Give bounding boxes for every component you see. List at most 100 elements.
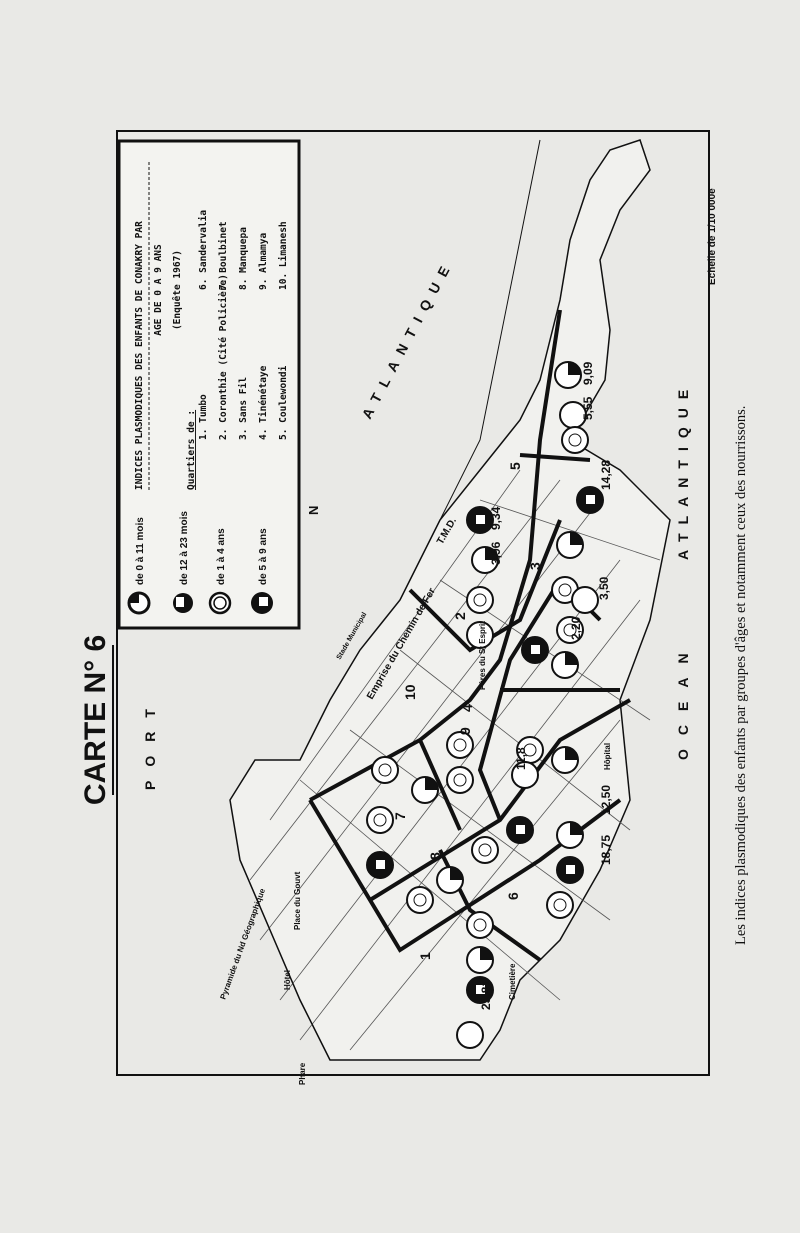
legend-subheading: AGE DE 0 A 9 ANS: [153, 244, 164, 336]
label-cimetiere: Cimetière: [508, 963, 517, 1000]
pie-slice: [586, 495, 595, 504]
pie-ring: [563, 623, 577, 637]
district-number: 6: [505, 892, 521, 900]
district-number: 4: [459, 704, 475, 712]
legend-symbol-0-11-months: de 0 à 11 mois: [127, 517, 151, 615]
legend-symbol-5-9-years: de 5 à 9 ans: [251, 528, 273, 614]
label-hotel: Hôtel: [283, 970, 292, 990]
label-saint-esprit: Pères du St Esprit: [478, 621, 487, 690]
legend-survey: (Enquête 1967): [172, 250, 183, 330]
label-phare: Phare: [298, 1062, 307, 1085]
pie-ring: [473, 593, 487, 607]
pie-symbol: [446, 766, 474, 794]
indice-value: 2,20: [569, 616, 583, 640]
quarter-9: 9. Almamya: [258, 233, 269, 290]
pie-slice: [476, 515, 485, 524]
pie-ring: [523, 743, 537, 757]
figure-caption: Les indices plasmodiques des enfants par…: [733, 406, 749, 945]
indice-value: 5,55: [581, 396, 595, 420]
district-numbers: 1 2 3 4 5 6 7 8 9 10: [392, 462, 543, 960]
indice-value: 9,34: [489, 506, 503, 530]
pie-symbol: [556, 616, 584, 644]
pie-slice: [570, 532, 583, 545]
coast-road: [239, 859, 331, 1061]
district-number: 1: [417, 952, 433, 960]
indice-value: 3,50: [597, 576, 611, 600]
district-number: 5: [507, 462, 523, 470]
district-number: 3: [527, 562, 543, 570]
label-place: Place du Gouvt: [293, 871, 302, 930]
district-number: 10: [402, 684, 418, 700]
legend-quarters-title: Quartiers de :: [186, 410, 197, 490]
label-north: N: [306, 506, 321, 515]
district-number: 2: [452, 612, 468, 620]
pie-slice: [565, 652, 578, 665]
legend-heading: INDICES PLASMODIQUES DES ENFANTS DE CONA…: [134, 221, 145, 490]
map-title: CARTE N° 6: [79, 635, 114, 805]
pie-slice: [568, 362, 581, 375]
pie-ring: [373, 813, 387, 827]
pie-symbols: [366, 361, 604, 1049]
quarter-4: 4. Tinénétaye: [258, 365, 269, 440]
pie-slice: [485, 547, 498, 560]
indice-value: 14,28: [599, 460, 613, 490]
pie-symbol: [466, 911, 494, 939]
quarter-5: 5. Coulewondi: [278, 365, 289, 440]
pie-slice: [566, 865, 575, 874]
pie-slice: [570, 822, 583, 835]
quarter-2: 2. Coronthie (Cité Policière): [218, 274, 229, 440]
map-frame: [116, 130, 710, 1076]
indice-value: 23,81: [479, 980, 493, 1010]
legend: INDICES PLASMODIQUES DES ENFANTS DE CONA…: [117, 139, 301, 630]
district-number: 8: [427, 852, 443, 860]
district-number: 7: [392, 812, 408, 820]
indice-value: 18,75: [599, 835, 613, 865]
legend-symbol-12-23-months: de 12 à 23 mois: [173, 511, 193, 613]
pie-slice: [516, 825, 525, 834]
quarter-10: 10. Limanesh: [278, 221, 289, 290]
pie-slice: [565, 747, 578, 760]
pie-ring: [453, 773, 467, 787]
pie-symbol: [546, 891, 574, 919]
indice-value: 3,96: [489, 541, 503, 565]
age-group-label: de 1 à 4 ans: [216, 528, 227, 585]
indice-value: 11,8: [514, 747, 528, 770]
pie-symbol: [406, 886, 434, 914]
quarter-7: 7. Boulbinet: [218, 221, 229, 290]
pie-ring: [473, 918, 487, 932]
district-number: 9: [457, 727, 473, 735]
pie-slice: [480, 947, 493, 960]
pie-ring: [478, 843, 492, 857]
quarter-1: 1. Tumbo: [198, 394, 209, 440]
pie-ring: [378, 763, 392, 777]
label-port: PORT: [142, 695, 158, 790]
pie-ring: [413, 893, 427, 907]
pie-ring: [453, 738, 467, 752]
legend-symbol-1-4-years: de 1 à 4 ans: [208, 528, 232, 615]
label-atlantique-south: ATLANTIQUE: [675, 381, 691, 560]
pie-ring: [553, 898, 567, 912]
pie-symbol: [571, 586, 599, 614]
railway-line: [399, 139, 541, 601]
pie-ring: [568, 433, 582, 447]
pie-symbol: [511, 761, 539, 789]
pie-symbol: [456, 1021, 484, 1049]
pie-slice: [425, 777, 438, 790]
pie-symbol: [446, 731, 474, 759]
pie-symbol: [466, 621, 494, 649]
svg-text:CARTE N° 6: CARTE N° 6: [79, 635, 112, 805]
quarter-6: 6. Sandervalia: [198, 210, 209, 290]
indice-value: 12,50: [599, 785, 613, 815]
scale-label: Echelle de 1/10 000e: [707, 188, 718, 285]
label-ocean: OCEAN: [675, 639, 691, 760]
label-atlantique-north: ATLANTIQUE: [359, 256, 457, 422]
pie-symbol: [471, 836, 499, 864]
label-pyramide: Pyramide du Nd Géographique: [218, 887, 267, 1001]
indice-values: 11,85,559,0914,283,969,343,502,2018,7512…: [479, 361, 613, 1010]
pie-slice: [476, 985, 485, 994]
age-group-label: de 5 à 9 ans: [258, 528, 269, 585]
pie-symbol: [366, 806, 394, 834]
pie-slice: [450, 867, 463, 880]
pie-symbol: [466, 586, 494, 614]
